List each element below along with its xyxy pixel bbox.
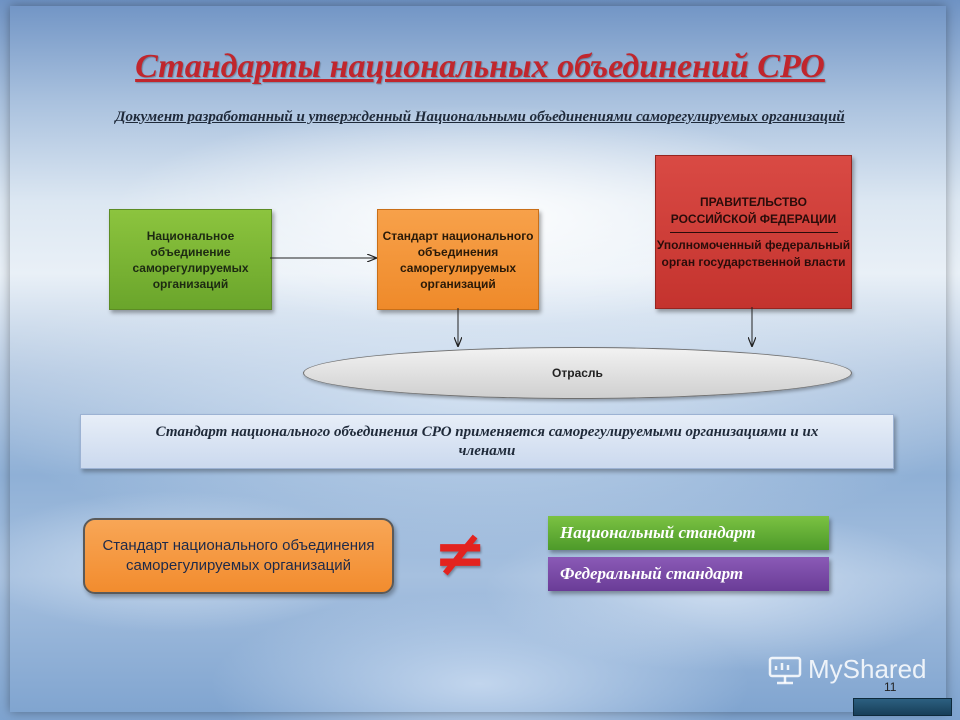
national-standard-bar: Национальный стандарт (548, 516, 829, 550)
presentation-icon (768, 656, 802, 684)
watermark: MyShared (768, 654, 927, 685)
association-standard-box: Стандарт национального объединения самор… (377, 209, 539, 310)
slide-subtitle: Документ разработанный и утвержденный На… (115, 109, 845, 125)
not-equal-sign: ≠ (433, 517, 487, 591)
government-authority: Уполномоченный федеральный орган государ… (656, 237, 851, 269)
government-divider (669, 231, 838, 233)
federal-standard-bar: Федеральный стандарт (548, 557, 829, 591)
watermark-text: MyShared (808, 654, 927, 684)
industry-ellipse: Отрасль (303, 347, 852, 399)
national-association-box: Национальное объединение саморегулируемы… (109, 209, 272, 310)
association-standard-rounded-box: Стандарт национального объединения самор… (83, 518, 394, 594)
slide-title: Стандарты национальных объединений СРО (135, 48, 825, 85)
government-title: ПРАВИТЕЛЬСТВО РОССИЙСКОЙ ФЕДЕРАЦИИ (670, 194, 837, 226)
page-number: 11 (884, 680, 897, 694)
application-banner: Стандарт национального объединения СРО п… (80, 414, 894, 469)
application-banner-text: Стандарт национального объединения СРО п… (155, 423, 819, 459)
government-box: ПРАВИТЕЛЬСТВО РОССИЙСКОЙ ФЕДЕРАЦИИ Уполн… (655, 155, 852, 309)
page-tab (853, 698, 952, 716)
